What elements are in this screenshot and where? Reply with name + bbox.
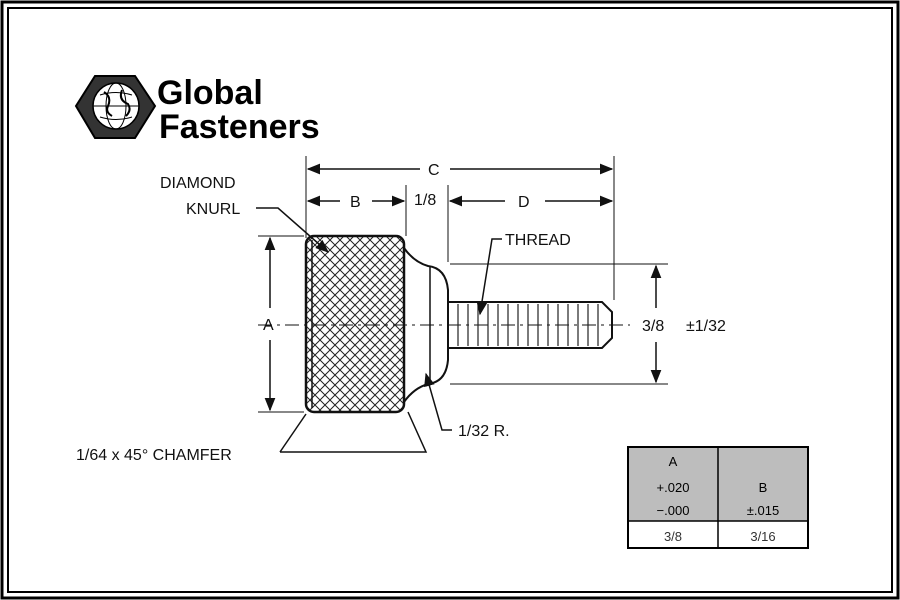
inner-frame xyxy=(7,7,893,593)
chamfer-leader-right xyxy=(280,411,428,453)
threaded-shaft xyxy=(448,301,613,349)
thread-leader xyxy=(476,238,502,316)
hex-globe-icon xyxy=(74,75,157,139)
label-one-eighth: 1/8 xyxy=(414,192,436,209)
knurled-head xyxy=(304,234,406,414)
header-a-name: A xyxy=(669,454,678,469)
label-knurl: KNURL xyxy=(186,201,240,218)
label-diamond: DIAMOND xyxy=(160,175,236,192)
label-b: B xyxy=(350,194,361,211)
brand-line-1: Global xyxy=(157,74,263,112)
spec-table: A +.020 −.000 B ±.015 3/8 3/16 xyxy=(627,446,809,549)
label-thread: THREAD xyxy=(505,232,571,249)
header-b-tol: ±.015 xyxy=(747,503,779,518)
radius-leader xyxy=(424,372,452,431)
cell-b-value: 3/16 xyxy=(750,529,775,544)
label-radius: 1/32 R. xyxy=(458,423,510,440)
shoulder xyxy=(403,247,449,403)
cell-a-value: 3/8 xyxy=(664,529,682,544)
label-d: D xyxy=(518,194,530,211)
label-a: A xyxy=(263,317,274,334)
knurl-leader xyxy=(256,207,330,253)
header-a-plus: +.020 xyxy=(657,480,690,495)
header-a-minus: −.000 xyxy=(657,503,690,518)
header-b-name: B xyxy=(759,480,768,495)
chamfer-leader-left xyxy=(279,413,307,453)
label-three-eighths: 3/8 xyxy=(642,318,664,335)
label-chamfer: 1/64 x 45° CHAMFER xyxy=(76,447,232,464)
label-c: C xyxy=(428,162,440,179)
label-tolerance: ±1/32 xyxy=(686,318,726,335)
brand-line-2: Fasteners xyxy=(159,108,320,146)
